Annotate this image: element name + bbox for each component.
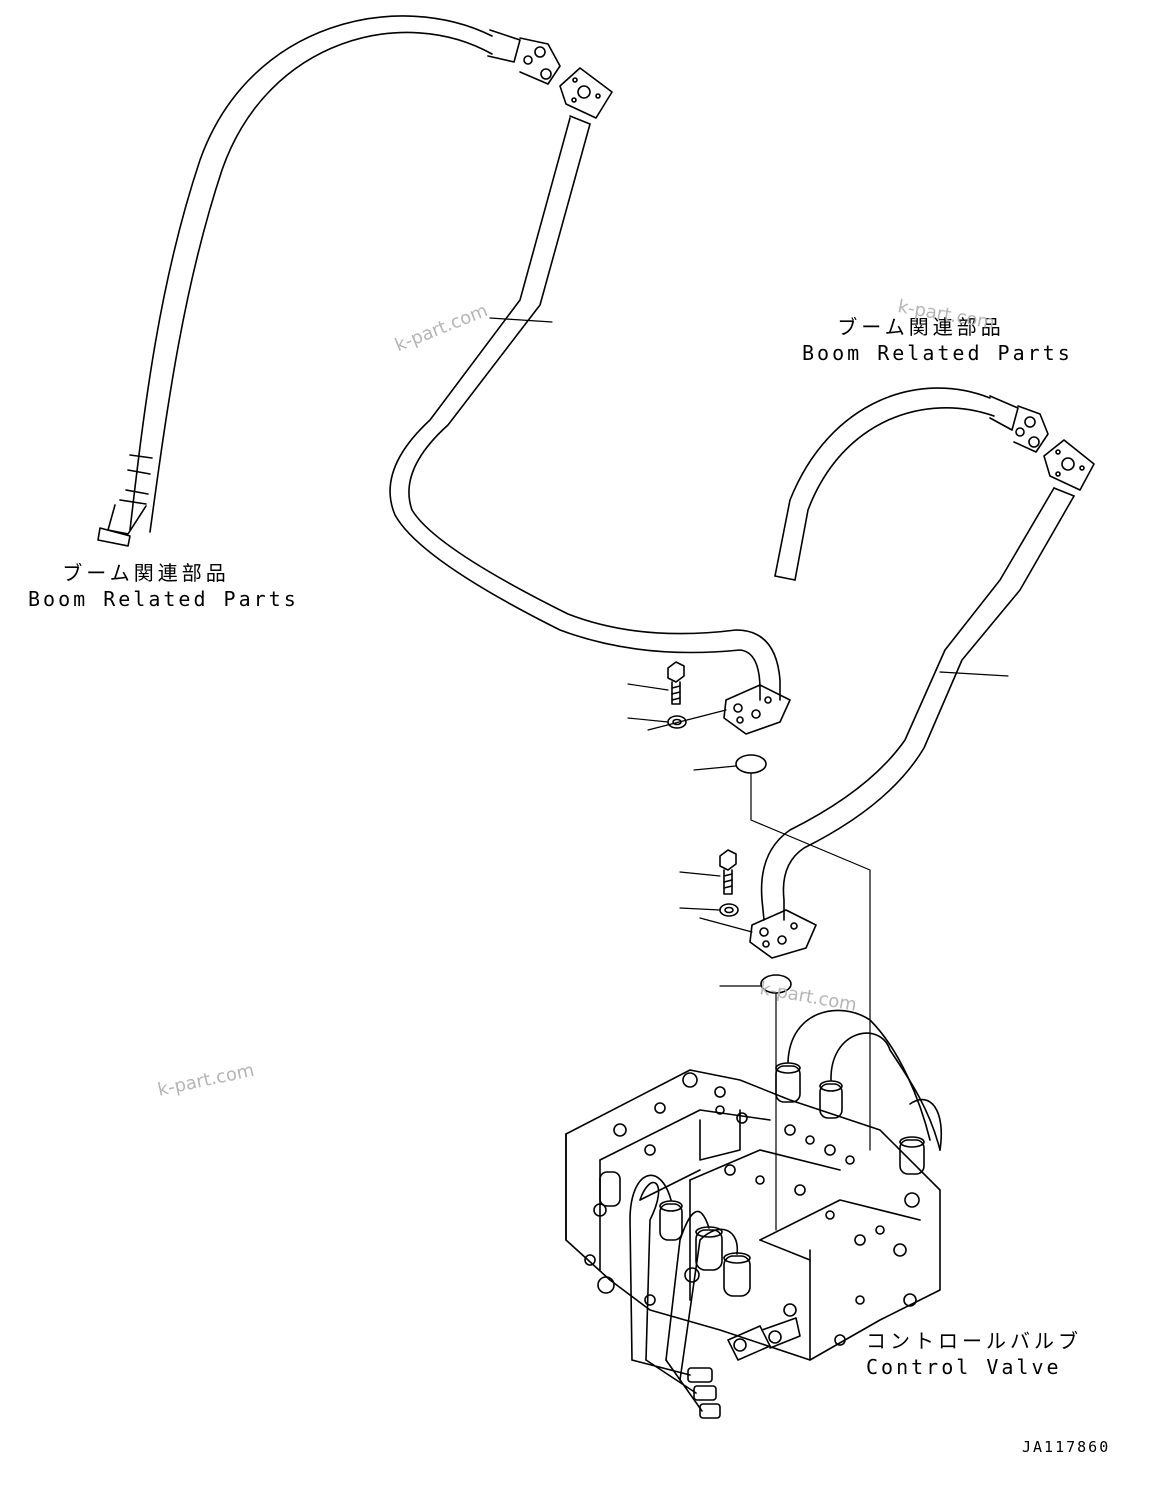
boom-related-parts-en-left: Boom Related Parts: [28, 587, 299, 611]
control-valve: [565, 1009, 942, 1419]
right-rigid-tube: [749, 439, 1095, 959]
left-leader-lines: [489, 317, 871, 1151]
left-rigid-tube: [389, 67, 791, 735]
boom-related-parts-ja-right: ブーム関連部品: [837, 315, 1005, 339]
figure-id: JA117860: [1022, 1438, 1111, 1456]
control-valve-ja: コントロールバルブ: [866, 1329, 1082, 1353]
boom-related-parts-ja-left: ブーム関連部品: [62, 561, 230, 585]
left-boom-hose: [97, 15, 561, 547]
boom-related-parts-label-left: ブーム関連部品 Boom Related Parts: [28, 560, 299, 612]
left-o-ring: [735, 754, 767, 774]
left-flange-bolt: [667, 661, 685, 705]
right-flange-bolt: [719, 849, 737, 895]
right-leader-lines: [679, 671, 1009, 1231]
right-boom-hose: [774, 387, 1049, 581]
control-valve-en: Control Valve: [866, 1355, 1062, 1379]
control-valve-label: コントロールバルブ Control Valve: [866, 1328, 1082, 1380]
boom-related-parts-en-right: Boom Related Parts: [802, 341, 1073, 365]
boom-related-parts-label-right: ブーム関連部品 Boom Related Parts: [802, 314, 1073, 366]
right-washer: [719, 903, 739, 917]
